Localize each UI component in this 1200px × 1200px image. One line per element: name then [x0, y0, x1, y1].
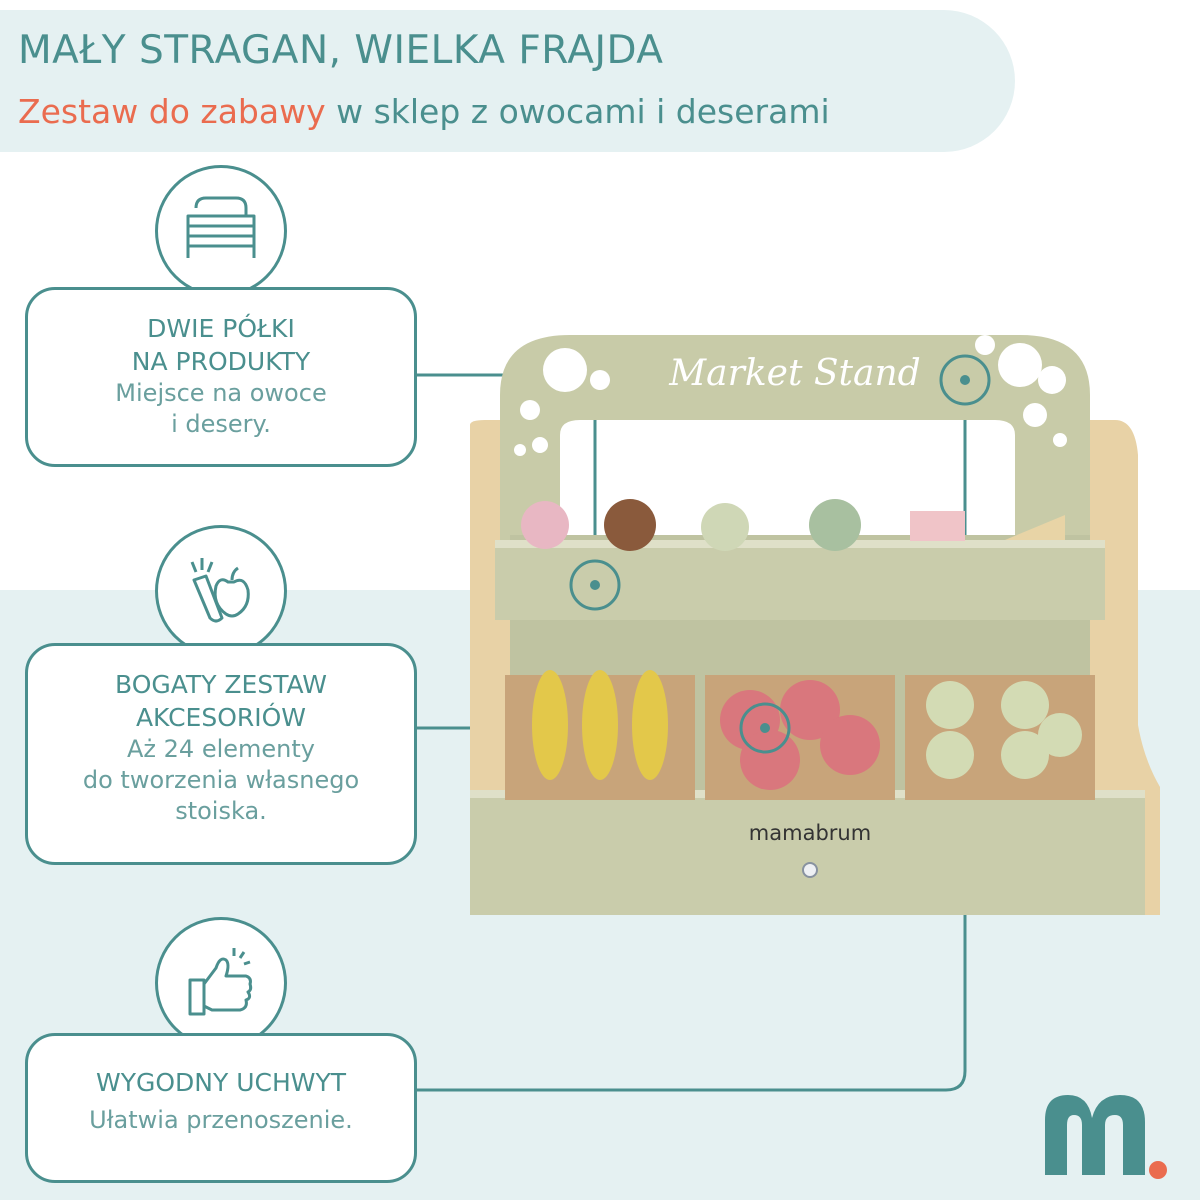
sign-text: Market Stand	[668, 353, 920, 394]
feature-title: DWIE PÓŁKI	[147, 314, 295, 343]
shelves-icon-circle	[155, 165, 287, 297]
feature-description: Miejsce na owoce	[115, 379, 327, 407]
marker-handle	[939, 354, 991, 406]
feature-title: AKCESORIÓW	[135, 703, 307, 732]
feature-card-handle: WYGODNY UCHWYT Ułatwia przenoszenie.	[25, 1033, 417, 1183]
market-stand-image: Market Stand mamabrum	[470, 335, 1160, 915]
page-headline: MAŁY STRAGAN, WIELKA FRAJDA	[18, 28, 664, 73]
subheadline-accent: Zestaw do zabawy	[18, 92, 326, 131]
marker-shelves	[569, 559, 621, 611]
connector-handle	[417, 380, 967, 1092]
feature-description: i desery.	[171, 410, 271, 438]
apples	[926, 681, 1082, 779]
thumbs-up-icon	[188, 948, 253, 1016]
thumbs-up-icon-circle	[155, 917, 287, 1049]
desserts	[521, 499, 1065, 551]
feature-title: WYGODNY UCHWYT	[95, 1068, 347, 1097]
subheadline-rest: w sklep z owocami i deserami	[325, 92, 830, 131]
feature-description: Ułatwia przenoszenie.	[89, 1106, 353, 1134]
brand-logo	[1045, 1095, 1167, 1179]
bananas	[532, 670, 668, 780]
fruit-icon	[190, 558, 250, 623]
header-banner	[0, 10, 1015, 152]
feature-description: stoiska.	[175, 797, 267, 825]
feature-card-shelves: DWIE PÓŁKI NA PRODUKTY Miejsce na owoce …	[25, 287, 417, 467]
feature-card-accessories: BOGATY ZESTAW AKCESORIÓW Aż 24 elementy …	[25, 643, 417, 865]
stand-upper-shelf	[495, 540, 1105, 620]
feature-title: BOGATY ZESTAW	[115, 670, 327, 699]
sign-bubbles	[514, 335, 1067, 456]
feature-description: do tworzenia własnego	[82, 766, 360, 794]
page-subheadline: Zestaw do zabawy w sklep z owocami i des…	[18, 92, 830, 131]
fruit-icon-circle	[155, 525, 287, 657]
feature-description: Aż 24 elementy	[127, 735, 315, 763]
stand-lower-tray	[470, 790, 1145, 915]
brand-label: mamabrum	[749, 821, 871, 845]
shelves-icon	[186, 196, 256, 258]
feature-title: NA PRODUKTY	[131, 347, 311, 376]
marker-accessories	[739, 702, 791, 754]
tray-screw	[802, 862, 818, 878]
